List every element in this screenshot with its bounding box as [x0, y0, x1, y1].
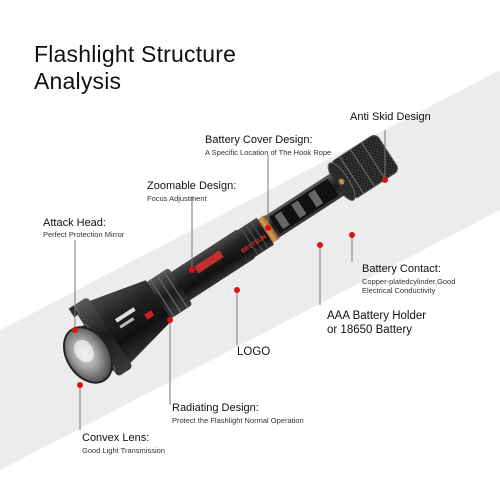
battery-contact-title: Battery Contact: — [362, 263, 441, 275]
radiating-title: Radiating Design: — [172, 402, 259, 414]
logo-label: LOGO — [237, 346, 271, 358]
attack-head-title: Attack Head: — [43, 217, 106, 229]
attack-head-desc: Perfect Protection Mirror — [43, 230, 125, 239]
battery-holder-line-1: AAA Battery Holder — [327, 310, 427, 322]
anti-skid-title: Anti Skid Design — [350, 111, 431, 123]
radiating-desc: Protect the Flashlight Normal Operation — [172, 416, 304, 425]
page-title: Flashlight Structure Analysis — [34, 41, 236, 95]
battery-cover-desc: A Specific Location of The Hook Rope — [205, 148, 332, 157]
battery-contact-desc-2: Electrical Conductivity — [362, 286, 436, 295]
convex-lens-title: Convex Lens: — [82, 432, 150, 444]
zoomable-title: Zoomable Design: — [147, 180, 237, 192]
title-line-2: Analysis — [34, 68, 122, 94]
battery-contact-desc-1: Copper-platedcylinder,Good — [362, 277, 456, 286]
convex-lens-desc: Good Light Transmission — [82, 446, 165, 455]
title-line-1: Flashlight Structure — [34, 41, 237, 67]
zoomable-desc: Focus Adjustment — [147, 194, 207, 203]
battery-holder-line-2: or 18650 Battery — [327, 324, 413, 336]
battery-cover-title: Battery Cover Design: — [205, 134, 313, 146]
